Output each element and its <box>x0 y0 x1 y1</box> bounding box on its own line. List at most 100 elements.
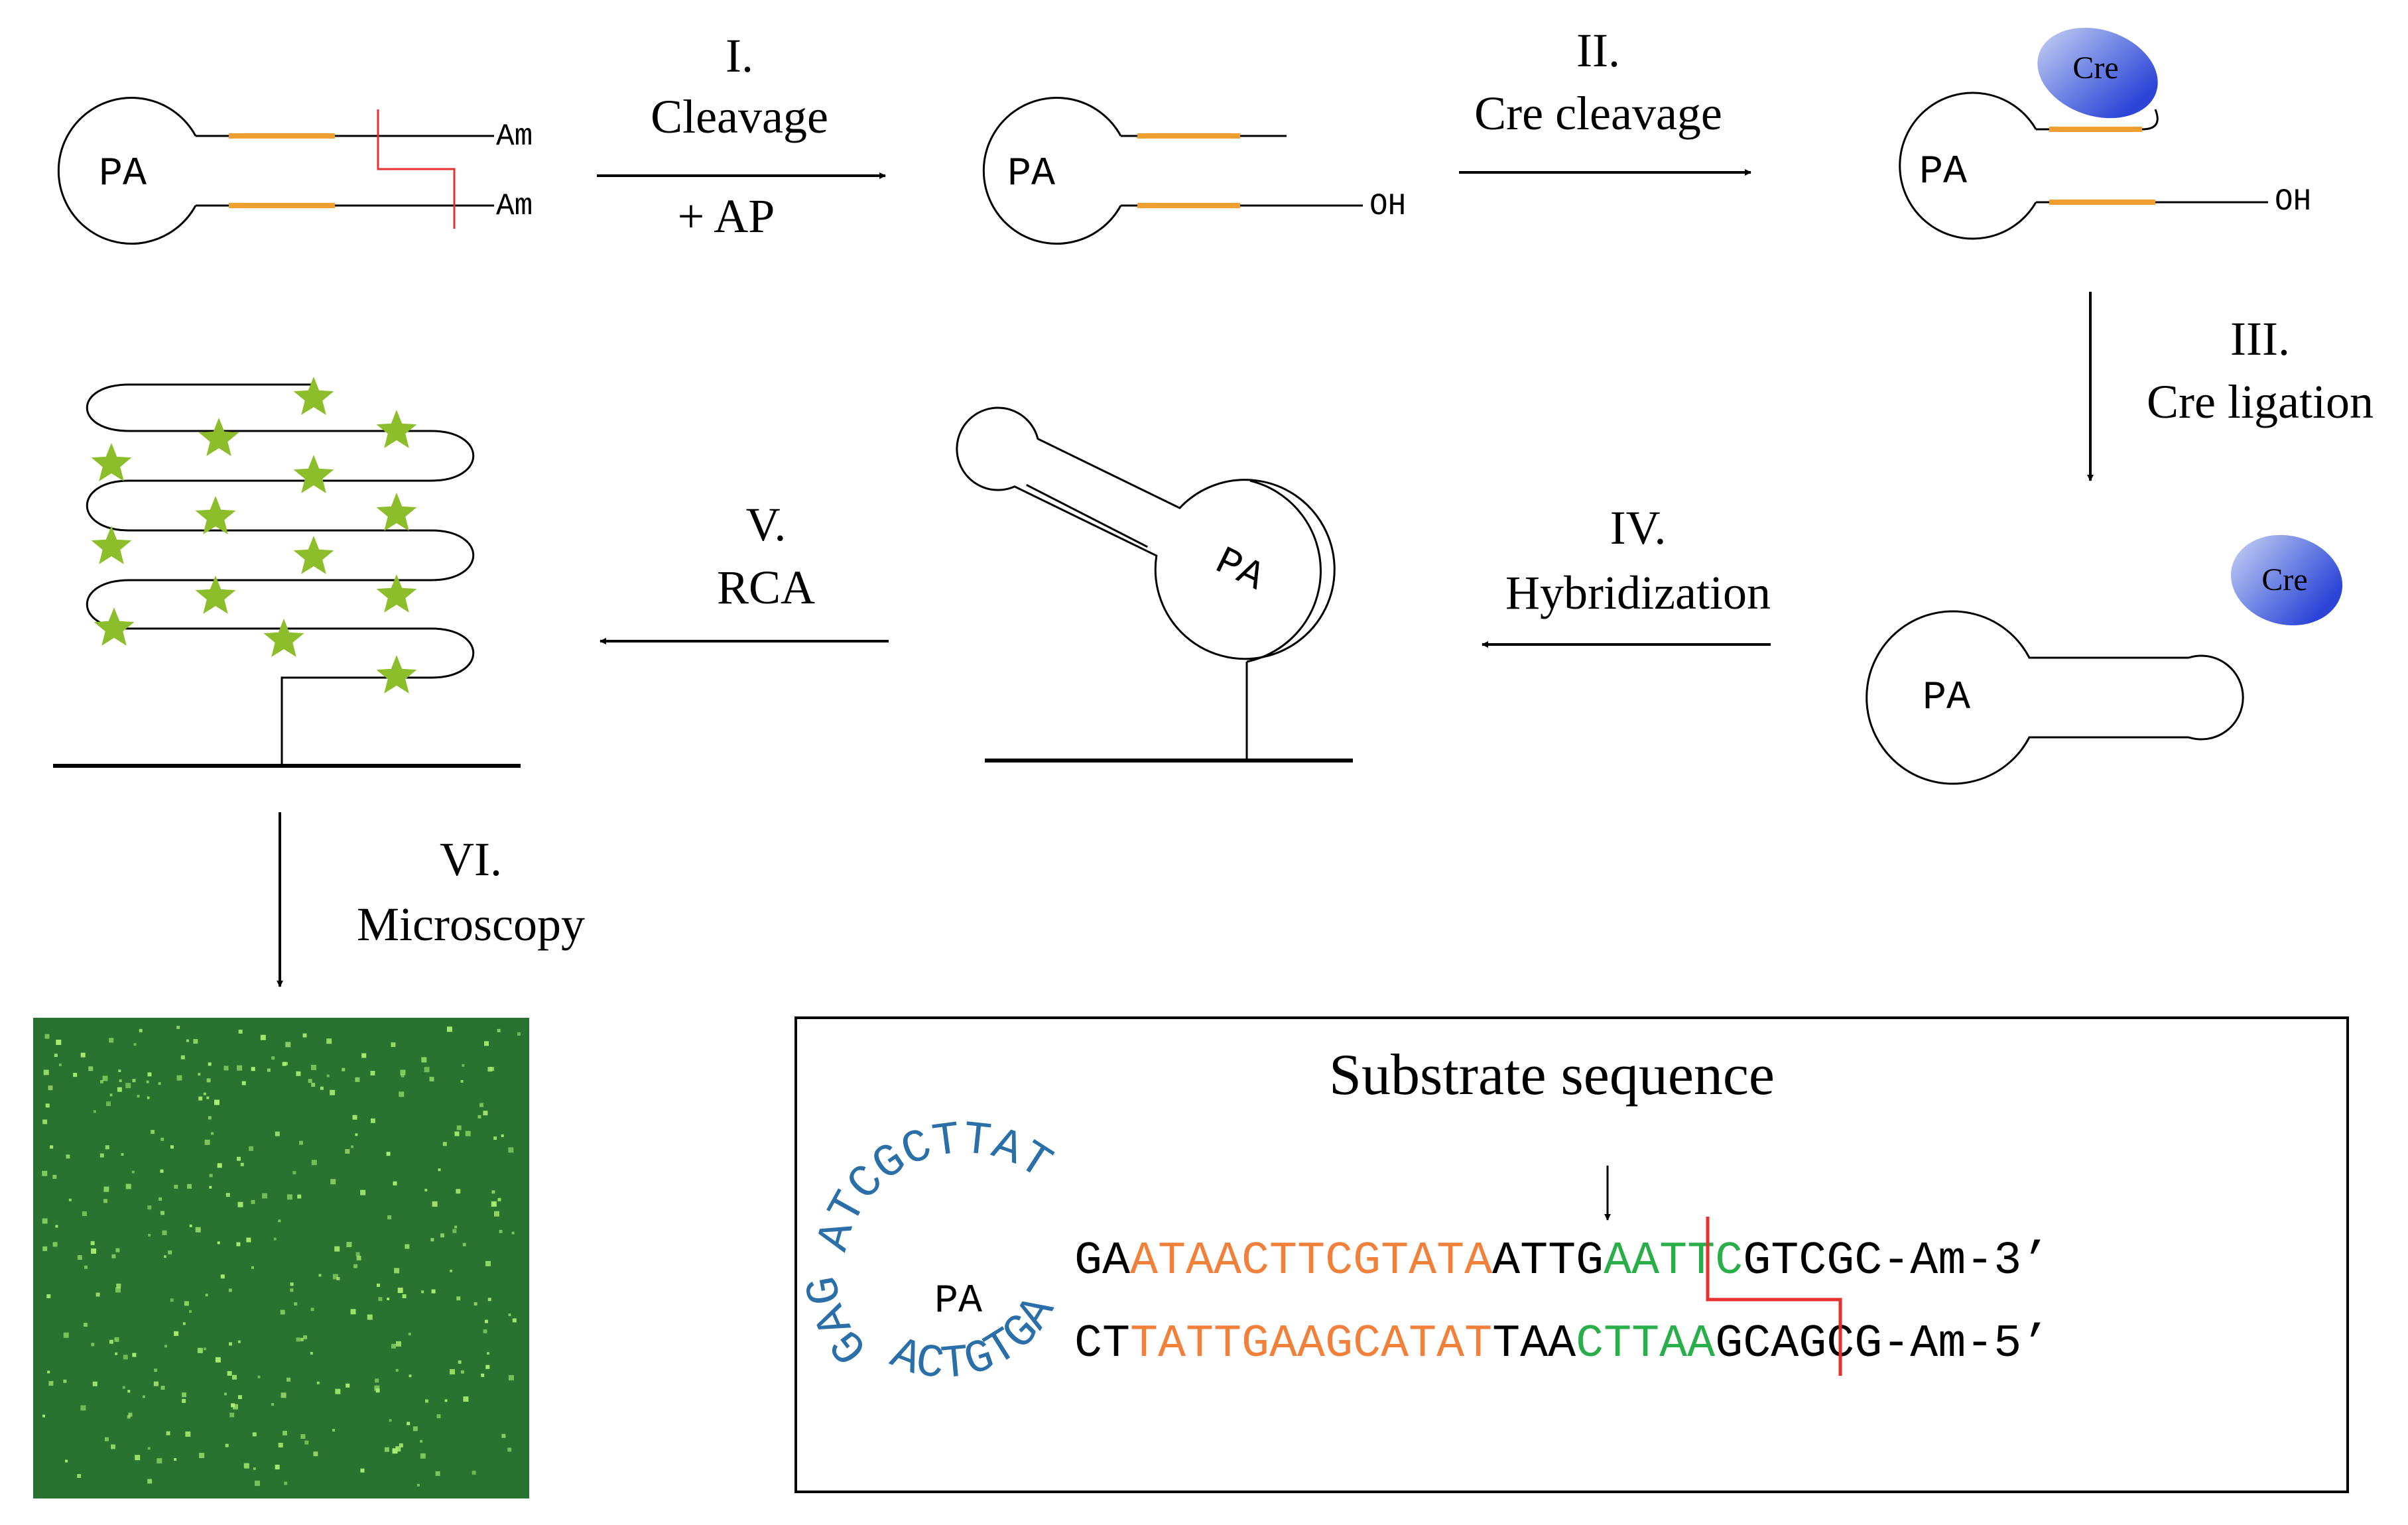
fluorescent-spot <box>182 1398 186 1403</box>
fluorescent-spot <box>109 1093 113 1097</box>
fluorescent-spot <box>146 1080 149 1083</box>
fluorescent-spot <box>206 1096 210 1099</box>
fluorescent-spot <box>111 1254 116 1258</box>
cre-label: Cre <box>2261 562 2307 597</box>
fluorescent-spot <box>370 1118 375 1123</box>
fluorescent-spot <box>454 1225 458 1229</box>
fluorescent-spot <box>386 1152 391 1156</box>
fluorescent-spot <box>251 1067 255 1071</box>
fluorescent-spot <box>105 1145 109 1150</box>
cre-enzyme <box>2037 27 2158 119</box>
fluorescent-spot <box>77 1255 82 1260</box>
fluorescent-spot <box>300 1337 304 1341</box>
fluorescent-spot <box>508 1374 514 1380</box>
fluorescent-spot <box>472 1471 476 1475</box>
amine-label-bottom: Am <box>496 189 533 223</box>
step-4: IV. Hybridization <box>1482 501 1771 648</box>
fluorescent-spot <box>229 1342 232 1346</box>
fluorescent-spot <box>193 1039 198 1044</box>
fluorescent-spot <box>151 1130 155 1134</box>
fluorescent-spot <box>494 1211 499 1217</box>
fluorescent-spot <box>346 1383 350 1388</box>
fluorescent-spot <box>197 1347 203 1353</box>
bottom-seg-5: G <box>1715 1318 1743 1371</box>
dumbbell-loop <box>1899 91 2037 240</box>
fluorescent-spot <box>48 1380 54 1386</box>
fluorescent-spot <box>189 1310 192 1313</box>
fluorescent-spot <box>294 1302 298 1306</box>
fluorescent-spot <box>517 1032 521 1036</box>
ecori-cut-mark <box>1706 1217 1842 1376</box>
fluorescent-spot <box>462 1064 465 1067</box>
fluorescent-spot <box>474 1302 477 1306</box>
fluorescent-spot <box>310 1352 313 1355</box>
fluorescent-spot <box>163 1255 166 1258</box>
fluorescent-spot <box>290 1288 294 1292</box>
fluorescent-spot <box>157 1458 162 1464</box>
fluorescent-spot <box>477 1115 481 1119</box>
bottom-strand: CTTATTGAAGCATATTAACTTAAGCAGCG-Am-5’ <box>1074 1318 2049 1371</box>
fluorescent-spot <box>160 1386 165 1390</box>
fluorescent-spot <box>103 1186 109 1192</box>
fluorescent-spot <box>432 1201 438 1207</box>
fluorescent-spot <box>300 1434 306 1439</box>
fluorescent-spot <box>208 1116 212 1120</box>
fluorescent-spot <box>106 1101 111 1107</box>
fluorescent-spot <box>497 1028 501 1032</box>
fluorescent-spot <box>399 1091 405 1097</box>
fluorescent-spot <box>121 1153 124 1156</box>
pa-label: PA <box>1923 676 1970 721</box>
fluorescent-spot <box>450 1269 453 1272</box>
fluorescent-spot <box>132 1079 136 1083</box>
fluorescent-spot <box>84 1265 88 1269</box>
fluorescent-spot <box>115 1352 118 1355</box>
fluorescent-spot <box>326 1038 332 1044</box>
fluorescent-spot <box>271 1403 274 1406</box>
fluorescent-spot <box>208 1062 212 1066</box>
fluorescent-spot <box>350 1309 356 1315</box>
fluorescent-spot <box>147 1447 151 1450</box>
fluorescent-spot <box>290 1282 294 1286</box>
fluorescent-spot <box>90 1241 95 1245</box>
cre-label: Cre <box>2072 50 2118 86</box>
fluorescent-spot <box>286 1194 292 1200</box>
fluorescent-spot <box>483 1329 487 1333</box>
sequence-box-title: Substrate sequence <box>1329 1043 1775 1107</box>
fluorescent-spot <box>431 1289 436 1294</box>
fluorescent-spot <box>225 1193 230 1197</box>
bottom-seg-2: TATTGAAGCATAT <box>1130 1318 1492 1371</box>
fluorescent-spot <box>229 1412 235 1418</box>
fluorescent-spot <box>436 1414 441 1418</box>
dumbbell-loop <box>57 97 197 245</box>
fluorescent-star <box>94 607 135 646</box>
fluorescent-spot <box>392 1448 398 1454</box>
fluorescent-spot <box>180 1055 185 1060</box>
fluorescent-spot <box>421 1290 424 1294</box>
microscopy-image <box>33 1018 529 1498</box>
fluorescent-spot <box>387 1215 392 1219</box>
fluorescent-spot <box>430 1238 434 1242</box>
fluorescent-spot <box>147 1072 152 1077</box>
fluorescent-spot <box>485 1260 491 1266</box>
fluorescent-spot <box>148 1233 151 1237</box>
fluorescent-spot <box>508 1313 511 1316</box>
fluorescent-spot <box>330 1179 336 1185</box>
fluorescent-spot <box>454 1131 460 1136</box>
cleavage-cut-mark <box>377 109 456 229</box>
fluorescent-spot <box>91 1248 97 1254</box>
fluorescent-spot <box>355 1252 360 1256</box>
fluorescent-spot <box>429 1077 434 1081</box>
fluorescent-spot <box>311 1064 316 1070</box>
fluorescent-probes <box>91 377 417 694</box>
fluorescent-spot <box>114 1337 119 1342</box>
fluorescent-spot <box>160 1211 164 1215</box>
fluorescent-spot <box>122 1386 125 1389</box>
fluorescent-spot <box>416 1483 420 1487</box>
dumbbell-loop <box>982 97 1122 245</box>
fluorescent-spot <box>249 1146 254 1151</box>
fluorescent-spot <box>320 1086 324 1090</box>
fluorescent-spot <box>246 1237 251 1243</box>
fluorescent-spot <box>142 1395 145 1398</box>
pa-label: PA <box>99 152 147 197</box>
